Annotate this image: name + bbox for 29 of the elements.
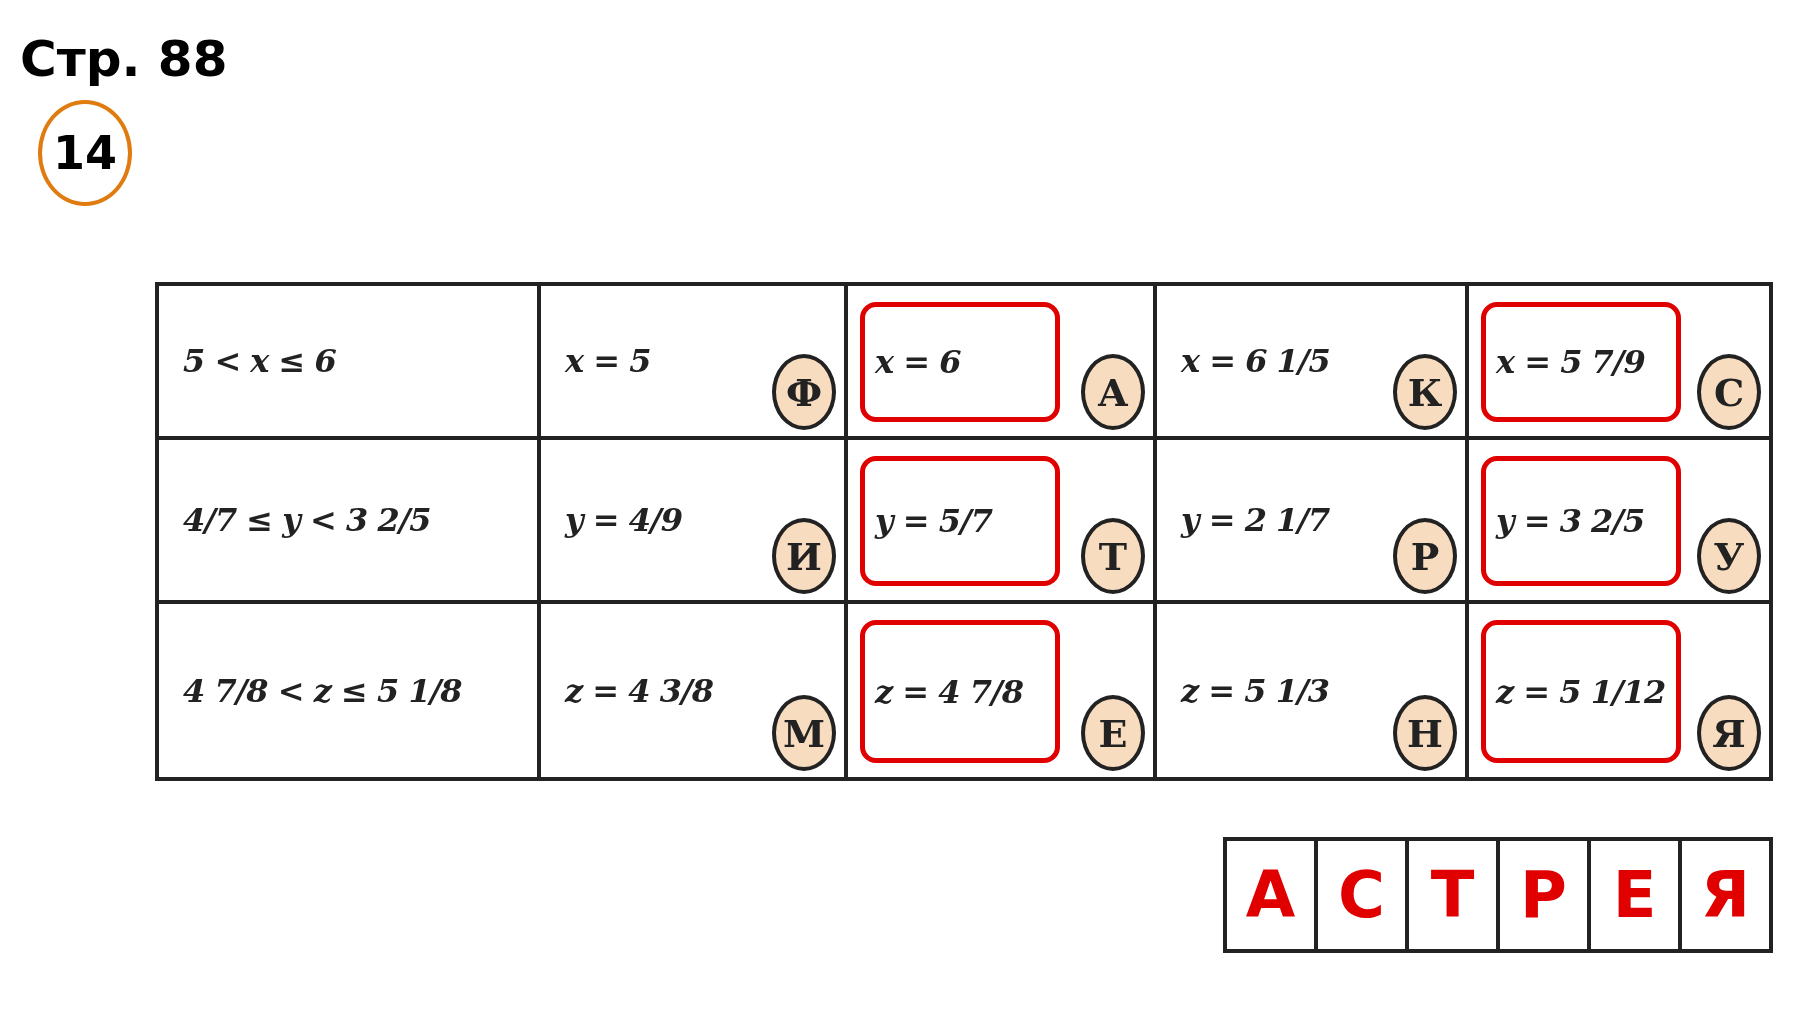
- highlight-frame: x = 6: [860, 302, 1060, 422]
- expression-text: x = 5: [565, 342, 651, 380]
- letter-circle: И: [772, 518, 836, 594]
- letter-circle: У: [1697, 518, 1761, 594]
- highlight-frame: y = 5/7: [860, 456, 1060, 586]
- condition-text: 4 7/8 < z ≤ 5 1/8: [183, 671, 462, 710]
- letter-circle: М: [772, 695, 836, 771]
- letter-circle: Р: [1393, 518, 1457, 594]
- letter-circle: Т: [1081, 518, 1145, 594]
- highlight-frame: z = 4 7/8: [860, 620, 1060, 763]
- letter-circle: К: [1393, 354, 1457, 430]
- condition-text: 5 < x ≤ 6: [183, 342, 336, 380]
- letter-circle: Я: [1697, 695, 1761, 771]
- expression-text: y = 4/9: [565, 501, 682, 539]
- letter-circle: Н: [1393, 695, 1457, 771]
- highlight-frame: y = 3 2/5: [1481, 456, 1681, 586]
- page-title: Стр. 88: [20, 30, 228, 88]
- letter-circle: С: [1697, 354, 1761, 430]
- letter-circle: А: [1081, 354, 1145, 430]
- number-circle: 14: [38, 100, 132, 206]
- expression-text: x = 6 1/5: [1181, 342, 1330, 380]
- expression-text: z = 4 3/8: [565, 671, 713, 710]
- highlight-frame: z = 5 1/12: [1481, 620, 1681, 763]
- expression-text: z = 5 1/3: [1181, 671, 1329, 710]
- letter-circle: Е: [1081, 695, 1145, 771]
- highlight-frame: x = 5 7/9: [1481, 302, 1681, 422]
- expression-text: y = 2 1/7: [1181, 501, 1330, 539]
- condition-text: 4/7 ≤ y < 3 2/5: [183, 501, 431, 539]
- letter-circle: Ф: [772, 354, 836, 430]
